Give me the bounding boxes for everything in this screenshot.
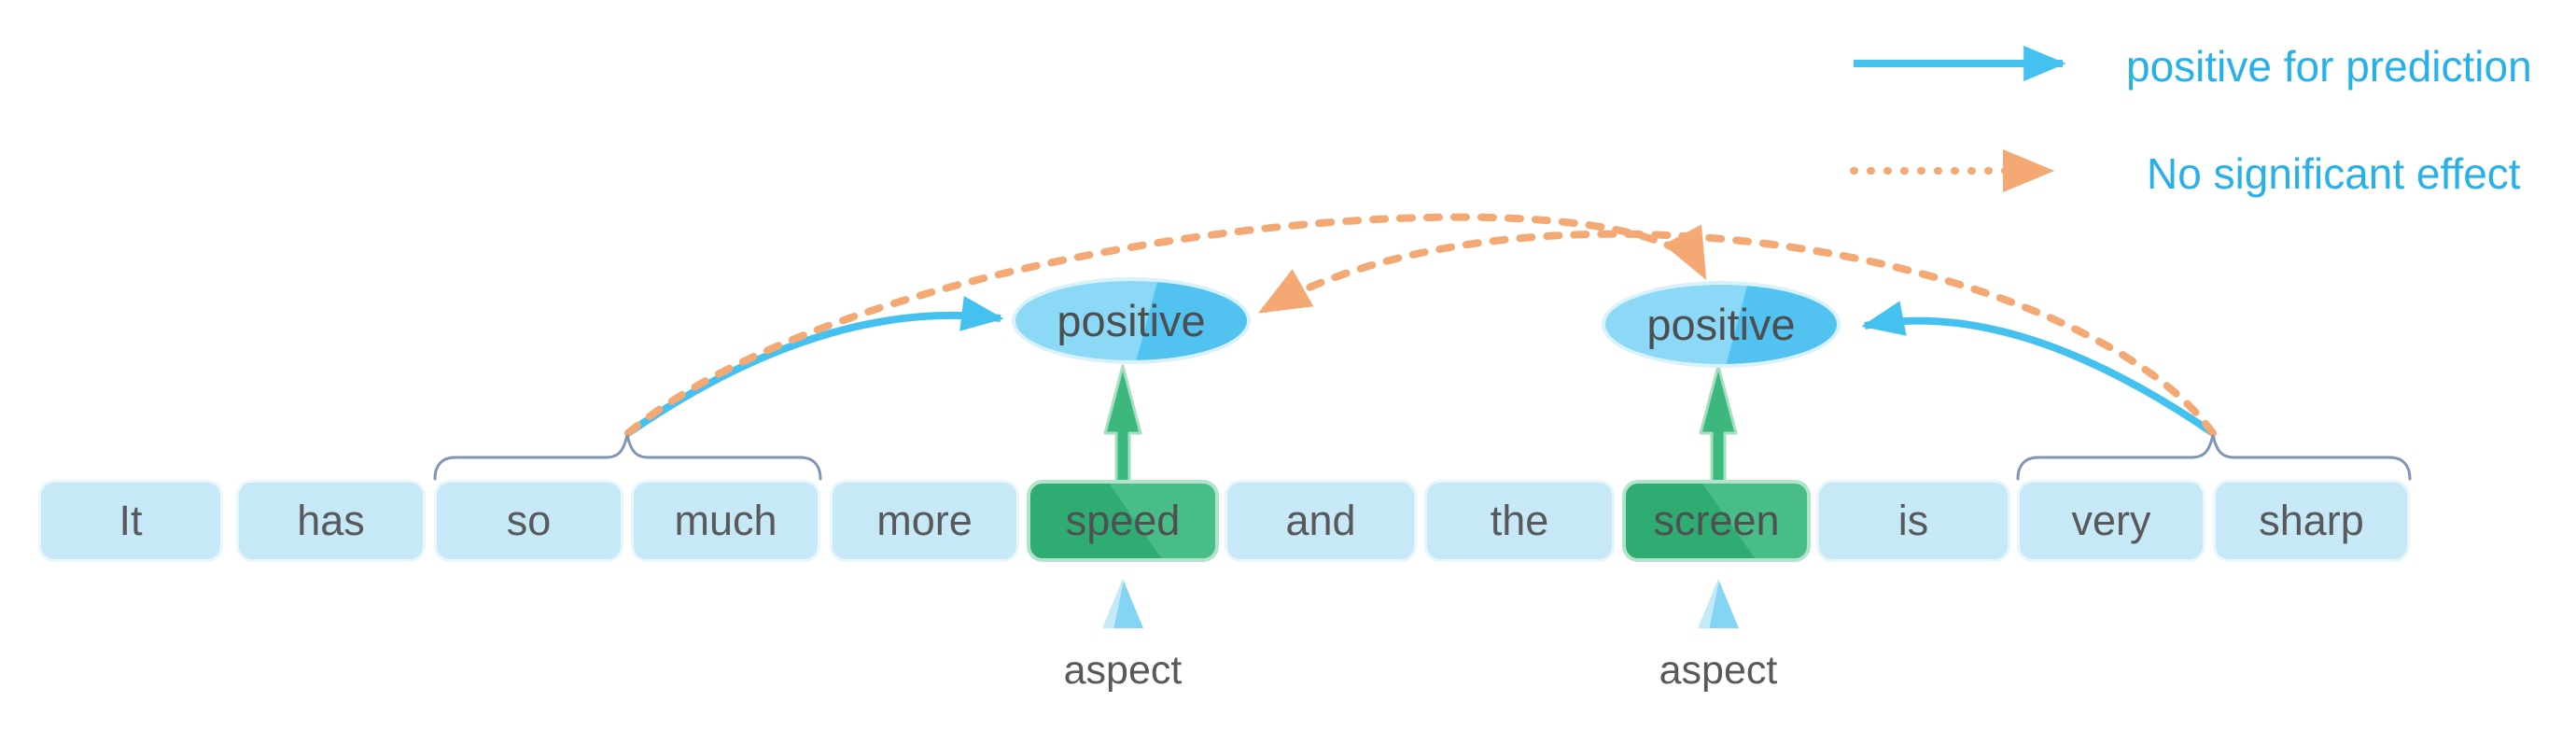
aspect-pointer-screen <box>1698 579 1739 628</box>
token-sharp: sharp <box>2213 480 2410 562</box>
token-speed: speed <box>1027 480 1219 562</box>
token-much: much <box>631 480 820 562</box>
positive-arrow-left <box>625 296 1004 437</box>
no-effect-arrow-left <box>624 213 1707 437</box>
token-so: so <box>434 480 623 562</box>
token-has: has <box>236 480 426 562</box>
aspect-arrow-speed <box>1103 364 1142 485</box>
aspect-label-screen: aspect <box>1659 648 1778 693</box>
prediction-node-screen: positive <box>1602 281 1841 368</box>
brace-very-sharp <box>2016 434 2412 481</box>
legend-label-no-effect: No significant effect <box>2147 149 2521 198</box>
token-it: It <box>38 480 223 562</box>
token-and: and <box>1225 480 1417 562</box>
token-more: more <box>830 480 1019 562</box>
token-very: very <box>2017 480 2205 562</box>
aspect-label-speed: aspect <box>1063 648 1183 693</box>
legend-label-positive: positive for prediction <box>2126 42 2532 91</box>
brace-so-much <box>433 434 822 481</box>
aspect-arrow-screen <box>1699 364 1738 485</box>
aspect-pointer-speed <box>1102 579 1143 628</box>
token-is: is <box>1816 480 2010 562</box>
positive-arrow-right <box>1861 301 2216 437</box>
token-screen: screen <box>1622 480 1811 562</box>
prediction-node-speed: positive <box>1012 277 1251 364</box>
no-effect-arrow-right <box>1257 230 2217 437</box>
token-the: the <box>1424 480 1615 562</box>
